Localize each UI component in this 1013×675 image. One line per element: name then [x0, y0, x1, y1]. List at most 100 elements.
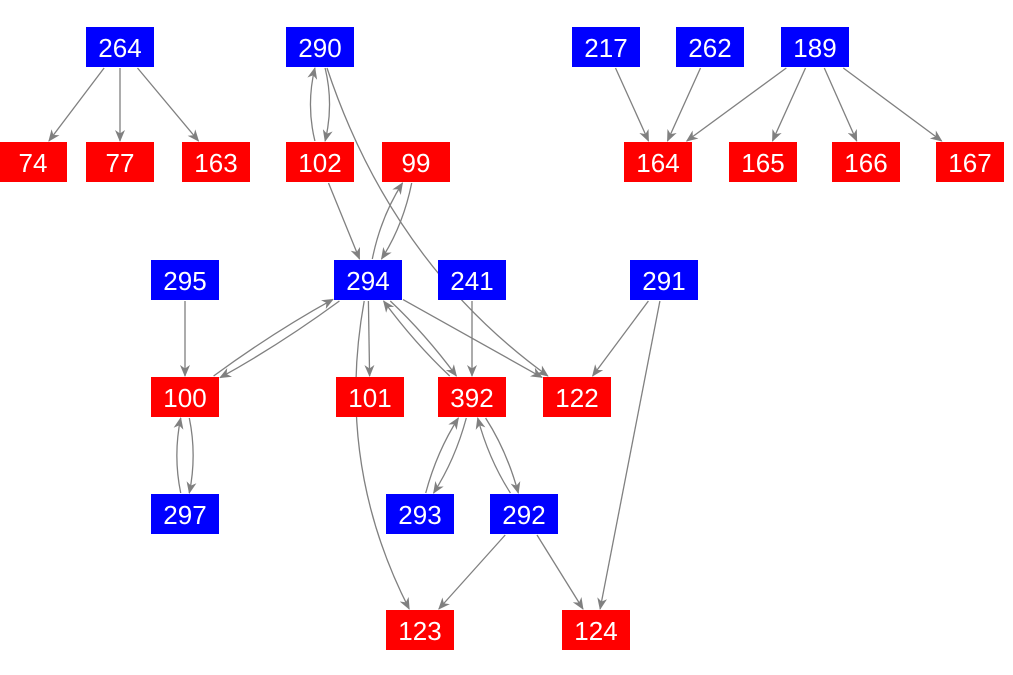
- node-box: [832, 142, 900, 182]
- node-294: 294: [334, 260, 402, 300]
- node-box: [334, 260, 402, 300]
- node-label: 290: [298, 33, 341, 63]
- edge-292-to-124: [536, 534, 584, 610]
- edge-189-to-166: [823, 67, 858, 142]
- node-label: 102: [298, 148, 341, 178]
- edge-290-to-102: [322, 67, 333, 142]
- node-290: 290: [286, 27, 354, 67]
- node-label: 264: [98, 33, 141, 63]
- node-label: 165: [741, 148, 784, 178]
- node-box: [781, 27, 849, 67]
- edge-100-to-297: [186, 417, 197, 494]
- node-box: [676, 27, 744, 67]
- node-label: 189: [793, 33, 836, 63]
- node-77: 77: [86, 142, 154, 182]
- edge-294-to-392: [389, 300, 457, 377]
- node-label: 292: [502, 500, 545, 530]
- node-label: 217: [584, 33, 627, 63]
- node-label: 74: [19, 148, 48, 178]
- node-box: [438, 260, 506, 300]
- edge-217-to-164: [614, 67, 650, 142]
- node-box: [86, 142, 154, 182]
- edge-102-to-290: [307, 67, 318, 142]
- edge-189-to-167: [842, 67, 943, 142]
- node-label: 293: [398, 500, 441, 530]
- node-264: 264: [86, 27, 154, 67]
- node-217: 217: [572, 27, 640, 67]
- node-164: 164: [624, 142, 692, 182]
- node-165: 165: [729, 142, 797, 182]
- node-295: 295: [151, 260, 219, 300]
- node-label: 392: [450, 383, 493, 413]
- node-163: 163: [182, 142, 250, 182]
- edge-392-to-293: [433, 417, 467, 494]
- node-100: 100: [151, 377, 219, 417]
- edge-100-to-294: [213, 298, 334, 377]
- node-box: [386, 494, 454, 534]
- node-123: 123: [386, 610, 454, 650]
- edge-294-to-100: [219, 300, 340, 379]
- node-box: [630, 260, 698, 300]
- node-122: 122: [543, 377, 611, 417]
- node-box: [286, 142, 354, 182]
- node-box: [729, 142, 797, 182]
- node-box: [336, 377, 404, 417]
- node-box: [490, 494, 558, 534]
- node-box: [151, 377, 219, 417]
- node-label: 297: [163, 500, 206, 530]
- node-101: 101: [336, 377, 404, 417]
- edge-292-to-392: [475, 417, 511, 494]
- node-box: [624, 142, 692, 182]
- edge-291-to-124: [597, 300, 661, 610]
- edge-291-to-122: [592, 300, 649, 377]
- node-label: 123: [398, 616, 441, 646]
- node-label: 77: [106, 148, 135, 178]
- node-297: 297: [151, 494, 219, 534]
- edge-297-to-100: [173, 417, 184, 494]
- edge-189-to-164: [685, 67, 787, 142]
- node-box: [182, 142, 250, 182]
- node-box: [386, 610, 454, 650]
- edge-290-to-122: [326, 67, 549, 377]
- node-label: 164: [636, 148, 679, 178]
- node-box: [286, 27, 354, 67]
- node-box: [572, 27, 640, 67]
- node-189: 189: [781, 27, 849, 67]
- node-box: [86, 27, 154, 67]
- node-box: [543, 377, 611, 417]
- node-label: 101: [348, 383, 391, 413]
- node-box: [936, 142, 1004, 182]
- node-99: 99: [382, 142, 450, 182]
- node-box: [438, 377, 506, 417]
- node-label: 241: [450, 266, 493, 296]
- node-box: [562, 610, 630, 650]
- node-102: 102: [286, 142, 354, 182]
- node-label: 294: [346, 266, 389, 296]
- edge-102-to-294: [327, 182, 361, 260]
- edge-99-to-294: [380, 182, 413, 260]
- edge-392-to-292: [485, 417, 521, 494]
- node-label: 100: [163, 383, 206, 413]
- node-label: 291: [642, 266, 685, 296]
- edge-294-to-99: [371, 182, 404, 260]
- edge-264-to-74: [48, 67, 105, 142]
- node-label: 163: [194, 148, 237, 178]
- node-label: 124: [574, 616, 617, 646]
- node-box: [0, 142, 67, 182]
- node-label: 166: [844, 148, 887, 178]
- node-box: [151, 260, 219, 300]
- node-label: 295: [163, 266, 206, 296]
- node-box: [382, 142, 450, 182]
- node-box: [151, 494, 219, 534]
- node-293: 293: [386, 494, 454, 534]
- node-292: 292: [490, 494, 558, 534]
- node-label: 122: [555, 383, 598, 413]
- node-392: 392: [438, 377, 506, 417]
- node-291: 291: [630, 260, 698, 300]
- node-label: 99: [402, 148, 431, 178]
- edge-294-to-101: [364, 300, 375, 377]
- node-label: 167: [948, 148, 991, 178]
- edge-293-to-392: [425, 417, 459, 494]
